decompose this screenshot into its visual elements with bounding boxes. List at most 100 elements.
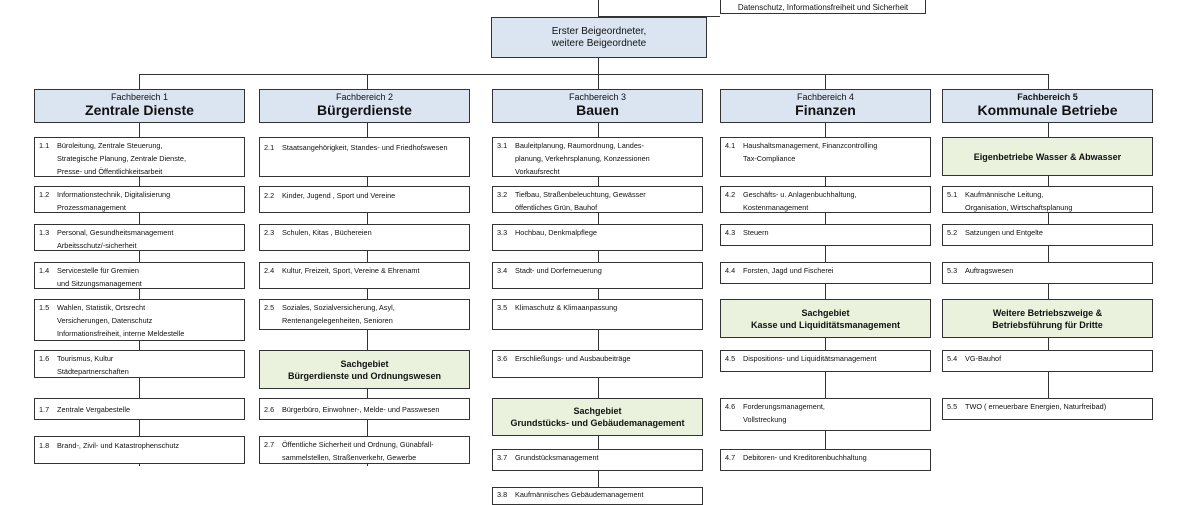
list-item: 5.5 TWO ( erneuerbare Energien, Naturfre… (942, 398, 1153, 420)
fachbereich-2-name: Bürgerdienste (317, 102, 412, 118)
fachbereich-1-sub: Fachbereich 1 (110, 92, 169, 102)
item-number: 1.8 (39, 441, 50, 450)
item-text: Kultur, Freizeit, Sport, Vereine & Ehren… (282, 266, 420, 275)
list-item: 3.8 Kaufmännisches Gebäudemanagement (492, 487, 703, 505)
item-text: Forderungsmanagement, Vollstreckung (743, 402, 825, 424)
item-text: Öffentliche Sicherheit und Ordnung, Güna… (282, 440, 434, 462)
item-number: 3.6 (497, 354, 508, 363)
item-text: Tiefbau, Straßenbeleuchtung, Gewässer öf… (515, 190, 646, 212)
list-item: 3.3 Hochbau, Denkmalpflege (492, 224, 703, 251)
fachbereich-3-header: Fachbereich 3 Bauen (492, 89, 703, 123)
list-item: 2.2 Kinder, Jugend , Sport und Vereine (259, 186, 470, 213)
item-text: Auftragswesen (965, 266, 1014, 275)
item-number: 3.1 (497, 141, 508, 150)
sachgebiet-title: Sachgebiet (801, 307, 850, 318)
item-number: 1.4 (39, 266, 50, 275)
item-text: Personal, Gesundheitsmanagement Arbeitss… (57, 228, 174, 250)
list-item: 5.1 Kaufmännische Leitung, Organisation,… (942, 186, 1153, 213)
item-text: Informationstechnik, Digitalisierung Pro… (57, 190, 171, 212)
item-number: 2.5 (264, 303, 275, 312)
beigeordnete-line2: weitere Beigeordnete (551, 37, 647, 49)
list-item: 2.1 Staatsangehörigkeit, Standes- und Fr… (259, 137, 470, 177)
item-text: Zentrale Vergabestelle (57, 405, 131, 414)
item-number: 1.1 (39, 141, 50, 150)
list-item: 3.1 Bauleitplanung, Raumordnung, Landes-… (492, 137, 703, 177)
item-text: Brand-, Zivil- und Katastrophenschutz (57, 441, 180, 450)
item-text: Stadt- und Dorferneuerung (515, 266, 602, 275)
item-number: 2.1 (264, 143, 275, 152)
fachbereich-5-header: Fachbereich 5 Kommunale Betriebe (942, 89, 1153, 123)
fachbereich-3-name: Bauen (576, 102, 619, 118)
item-number: 3.4 (497, 266, 508, 275)
item-number: 1.3 (39, 228, 50, 237)
item-number: 5.5 (947, 402, 958, 411)
item-text: Kinder, Jugend , Sport und Vereine (282, 191, 396, 200)
sachgebiet-title: Sachgebiet (573, 406, 622, 416)
list-item: 1.8 Brand-, Zivil- und Katastrophenschut… (34, 436, 245, 464)
fachbereich-5-sub: Fachbereich 5 (1017, 92, 1078, 102)
item-text: Haushaltsmanagement, Finanzcontrolling T… (743, 141, 878, 163)
beigeordnete-box: Erster Beigeordneter, weitere Beigeordne… (491, 17, 707, 58)
item-number: 4.3 (725, 228, 736, 237)
fachbereich-2-header: Fachbereich 2 Bürgerdienste (259, 89, 470, 123)
item-number: 3.7 (497, 453, 508, 462)
item-text: Bürgerbüro, Einwohner-, Melde- und Passw… (282, 405, 440, 414)
item-text: Grundstücksmanagement (515, 453, 599, 462)
fachbereich-4-name: Finanzen (795, 102, 856, 118)
item-number: 4.1 (725, 141, 736, 150)
list-item: 2.3 Schulen, Kitas , Büchereien (259, 224, 470, 251)
item-text: Satzungen und Entgelte (965, 228, 1043, 237)
item-text: Schulen, Kitas , Büchereien (282, 228, 372, 237)
top-box: Datenschutz, Informationsfreiheit und Si… (720, 0, 926, 14)
list-item: 2.4 Kultur, Freizeit, Sport, Vereine & E… (259, 262, 470, 289)
list-item: 1.4 Servicestelle für Gremien und Sitzun… (34, 262, 245, 289)
item-text: Forsten, Jagd und Fischerei (743, 266, 834, 275)
sachgebiet-box: Weitere Betriebszweige & Betriebsführung… (942, 299, 1153, 338)
sachgebiet-box: Sachgebiet Grundstücks- und Gebäudemanag… (492, 398, 703, 436)
sachgebiet-name: Kasse und Liquiditätsmanagement (750, 319, 901, 330)
item-number: 5.1 (947, 190, 958, 199)
sachgebiet-name: Grundstücks- und Gebäudemanagement (510, 418, 685, 428)
item-text: Kaufmännisches Gebäudemanagement (515, 490, 644, 499)
list-item: 4.6 Forderungsmanagement, Vollstreckung (720, 398, 931, 431)
sachgebiet-name: Bürgerdienste und Ordnungswesen (287, 370, 442, 381)
list-item: 5.4 VG-Bauhof (942, 350, 1153, 372)
item-number: 5.3 (947, 266, 958, 275)
item-number: 5.4 (947, 354, 958, 363)
item-number: 2.6 (264, 405, 275, 414)
list-item: 4.2 Geschäfts- u. Anlagenbuchhaltung, Ko… (720, 186, 931, 213)
item-text: Debitoren- und Kreditorenbuchhaltung (743, 453, 867, 462)
list-item: 3.4 Stadt- und Dorferneuerung (492, 262, 703, 289)
fachbereich-2-sub: Fachbereich 2 (335, 92, 394, 102)
list-item: 1.6 Tourismus, Kultur Städtepartnerschaf… (34, 350, 245, 378)
item-text: Wahlen, Statistik, Ortsrecht Versicherun… (57, 303, 185, 338)
list-item: 1.7 Zentrale Vergabestelle (34, 398, 245, 420)
item-text: Geschäfts- u. Anlagenbuchhaltung, Kosten… (743, 190, 857, 212)
fachbereich-1-name: Zentrale Dienste (85, 102, 194, 118)
item-number: 4.4 (725, 266, 736, 275)
list-item: 4.5 Dispositions- und Liquiditätsmanagem… (720, 350, 931, 372)
sachgebiet-name: Eigenbetriebe Wasser & Abwasser (973, 151, 1122, 162)
item-number: 2.4 (264, 266, 275, 275)
list-item: 4.7 Debitoren- und Kreditorenbuchhaltung (720, 449, 931, 471)
item-text: Staatsangehörigkeit, Standes- und Friedh… (282, 143, 448, 152)
list-item: 2.5 Soziales, Sozialversicherung, Asyl, … (259, 299, 470, 330)
item-text: Tourismus, Kultur Städtepartnerschaften (57, 354, 129, 376)
item-number: 1.7 (39, 405, 50, 414)
item-text: Klimaschutz & Klimaanpassung (515, 303, 618, 312)
list-item: 1.1 Büroleitung, Zentrale Steuerung, Str… (34, 137, 245, 177)
item-number: 1.6 (39, 354, 50, 363)
item-text: Kaufmännische Leitung, Organisation, Wir… (965, 190, 1073, 212)
sachgebiet-box: Eigenbetriebe Wasser & Abwasser (942, 137, 1153, 176)
item-number: 1.2 (39, 190, 50, 199)
fachbereich-1-header: Fachbereich 1 Zentrale Dienste (34, 89, 245, 123)
top-box-text: Datenschutz, Informationsfreiheit und Si… (737, 3, 909, 12)
item-text: Hochbau, Denkmalpflege (515, 228, 597, 237)
list-item: 1.2 Informationstechnik, Digitalisierung… (34, 186, 245, 213)
list-item: 1.5 Wahlen, Statistik, Ortsrecht Versich… (34, 299, 245, 341)
item-number: 1.5 (39, 303, 50, 312)
sachgebiet-title: Sachgebiet (340, 358, 389, 369)
item-number: 3.3 (497, 228, 508, 237)
item-text: Bauleitplanung, Raumordnung, Landes- pla… (515, 141, 650, 176)
item-text: VG-Bauhof (965, 354, 1002, 363)
